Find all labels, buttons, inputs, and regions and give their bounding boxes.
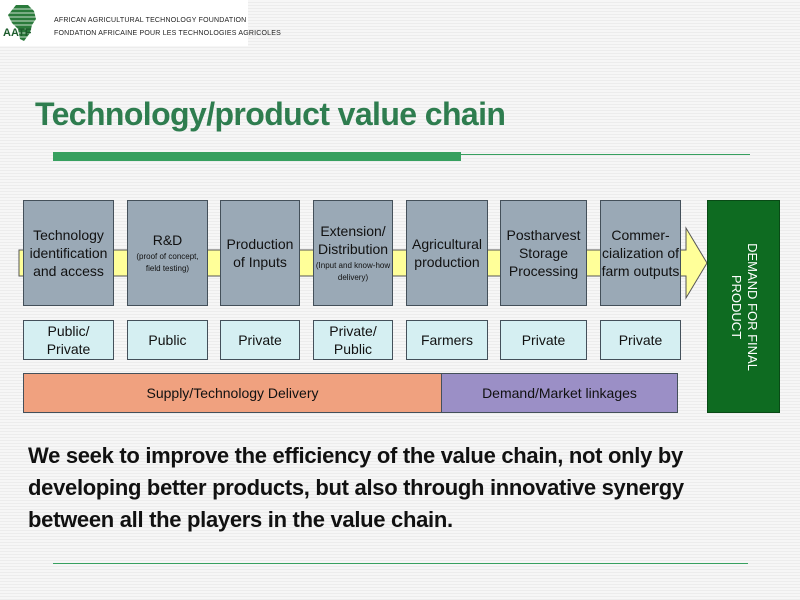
stage-sublabel: (Input and know-how delivery) (315, 261, 391, 282)
stage-sublabel: (proof of concept, field testing) (136, 252, 199, 273)
owner-production-of-inputs: Private (220, 320, 300, 360)
stage-research-development: R&D (proof of concept, field testing) (127, 200, 208, 306)
owner-technology-identification: Public/ Private (23, 320, 114, 360)
stage-production-of-inputs: Production of Inputs (220, 200, 300, 306)
stage-extension-distribution: Extension/ Distribution (Input and know-… (313, 200, 393, 306)
stage-label: Commer-cialization of farm outputs (601, 227, 680, 279)
owner-research-development: Public (127, 320, 208, 360)
owner-agricultural-production: Farmers (406, 320, 488, 360)
stage-label: Postharvest Storage Processing (506, 227, 581, 279)
aatf-logo-icon: AATF (3, 5, 36, 41)
body-statement: We seek to improve the efficiency of the… (28, 443, 684, 532)
owner-extension-distribution: Private/ Public (313, 320, 393, 360)
stage-postharvest: Postharvest Storage Processing (500, 200, 587, 306)
final-demand-box: DEMAND FOR FINAL PRODUCT (707, 200, 780, 413)
svg-text:AATF: AATF (3, 27, 32, 39)
stage-label: Technology identification and access (29, 227, 108, 279)
final-demand-label: DEMAND FOR FINAL PRODUCT (728, 242, 760, 371)
stage-agricultural-production: Agricultural production (406, 200, 488, 306)
stage-commercialization: Commer-cialization of farm outputs (600, 200, 681, 306)
owner-postharvest: Private (500, 320, 587, 360)
footer-rule (53, 563, 748, 564)
supply-delivery-bar: Supply/Technology Delivery (23, 373, 442, 413)
owner-commercialization: Private (600, 320, 681, 360)
title-rule-thick (53, 152, 461, 161)
logo-header: AATF AFRICAN AGRICULTURAL TECHNOLOGY FOU… (0, 0, 281, 46)
stage-label: R&D (152, 232, 183, 248)
stage-label: Extension/ Distribution (317, 223, 389, 257)
slide-title: Technology/product value chain (35, 96, 506, 132)
demand-linkages-bar: Demand/Market linkages (441, 373, 678, 413)
title-rule-thin (461, 154, 750, 155)
logo-line-english: AFRICAN AGRICULTURAL TECHNOLOGY FOUNDATI… (54, 17, 247, 24)
stage-label: Agricultural production (411, 236, 483, 270)
stage-technology-identification: Technology identification and access (23, 200, 114, 306)
stage-label: Production of Inputs (226, 236, 294, 270)
logo-line-french: FONDATION AFRICAINE POUR LES TECHNOLOGIE… (54, 30, 281, 37)
